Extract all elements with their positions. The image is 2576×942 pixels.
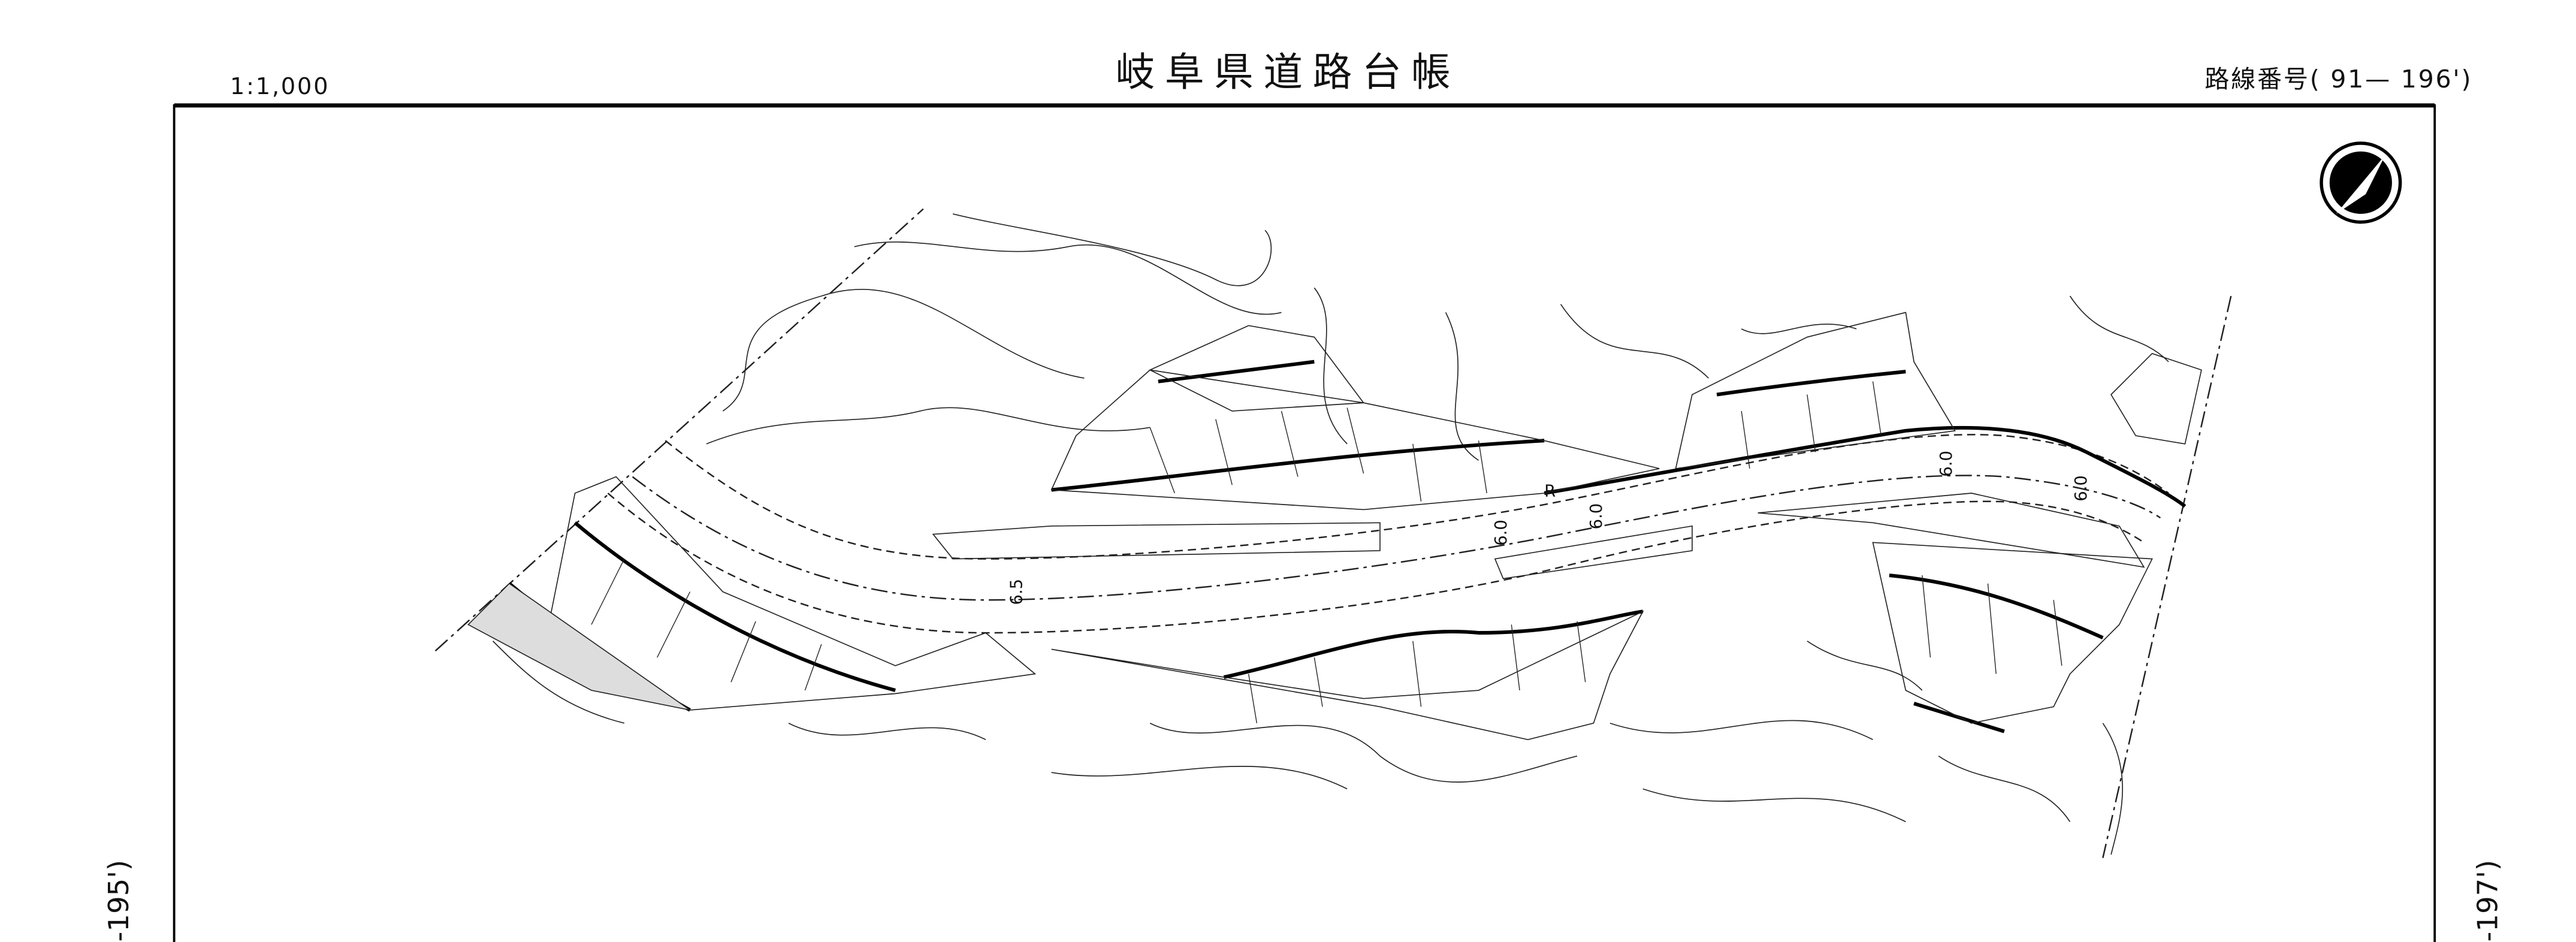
left-adjacent-sheet-label: -195') [102,860,135,942]
road-width-label: 6.5 [1007,579,1026,605]
contour-lines [492,213,2169,855]
scale-label: 1:1,000 [230,73,330,100]
crosshatch-area [467,582,690,711]
north-arrow-icon [2320,141,2402,224]
right-boundary-line [2102,295,2232,858]
sheet-title: 岐阜県道路台帳 [1116,49,1461,95]
road-width-label: 6.0 [1937,451,1956,477]
curve-label: R [1544,482,1556,500]
slope-areas [467,312,2202,741]
left-boundary-line [434,208,924,652]
road [508,360,2187,733]
road-width-label: 6.0 [1492,520,1511,546]
route-number: 路線番号( 91— 196') [2204,65,2472,93]
road-width-label: 6.0 [1587,503,1606,530]
road-width-label: 6.0 [2072,475,2091,502]
right-adjacent-sheet-label: -197') [2471,860,2503,942]
